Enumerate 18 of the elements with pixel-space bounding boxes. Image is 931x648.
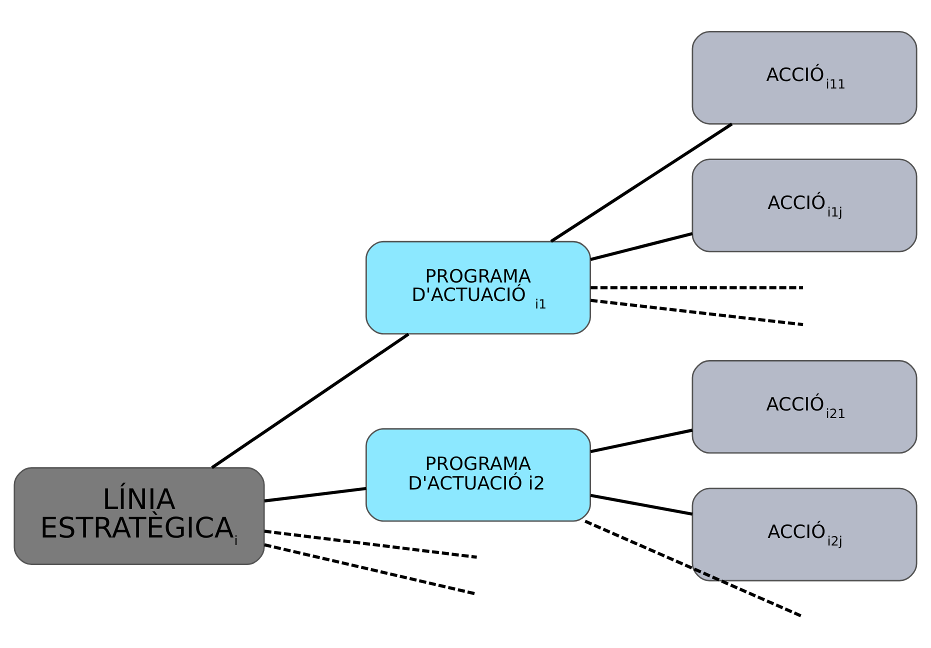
- node-box: ACCIÓ$_{i11}$: [692, 30, 918, 124]
- connector: [590, 493, 693, 516]
- connector: [264, 529, 477, 558]
- connector: [211, 332, 410, 468]
- connector: [590, 232, 693, 261]
- node-box: PROGRAMA D'ACTUACIÓ i2: [366, 428, 592, 522]
- node-box: ACCIÓ$_{i21}$: [692, 360, 918, 454]
- connector: [590, 286, 804, 289]
- connector: [550, 122, 733, 242]
- node-box: ACCIÓ$_{i2j}$: [692, 487, 918, 581]
- connector: [590, 428, 693, 453]
- node-box: PROGRAMA D'ACTUACIÓ $_{i1}$: [366, 240, 592, 334]
- node-box: LÍNIA ESTRATÈGICA$_{i}$: [14, 466, 265, 565]
- connector: [584, 519, 804, 618]
- connector: [264, 542, 478, 596]
- connector: [590, 298, 804, 326]
- connector: [264, 486, 366, 502]
- node-box: ACCIÓ$_{i1j}$: [692, 158, 918, 252]
